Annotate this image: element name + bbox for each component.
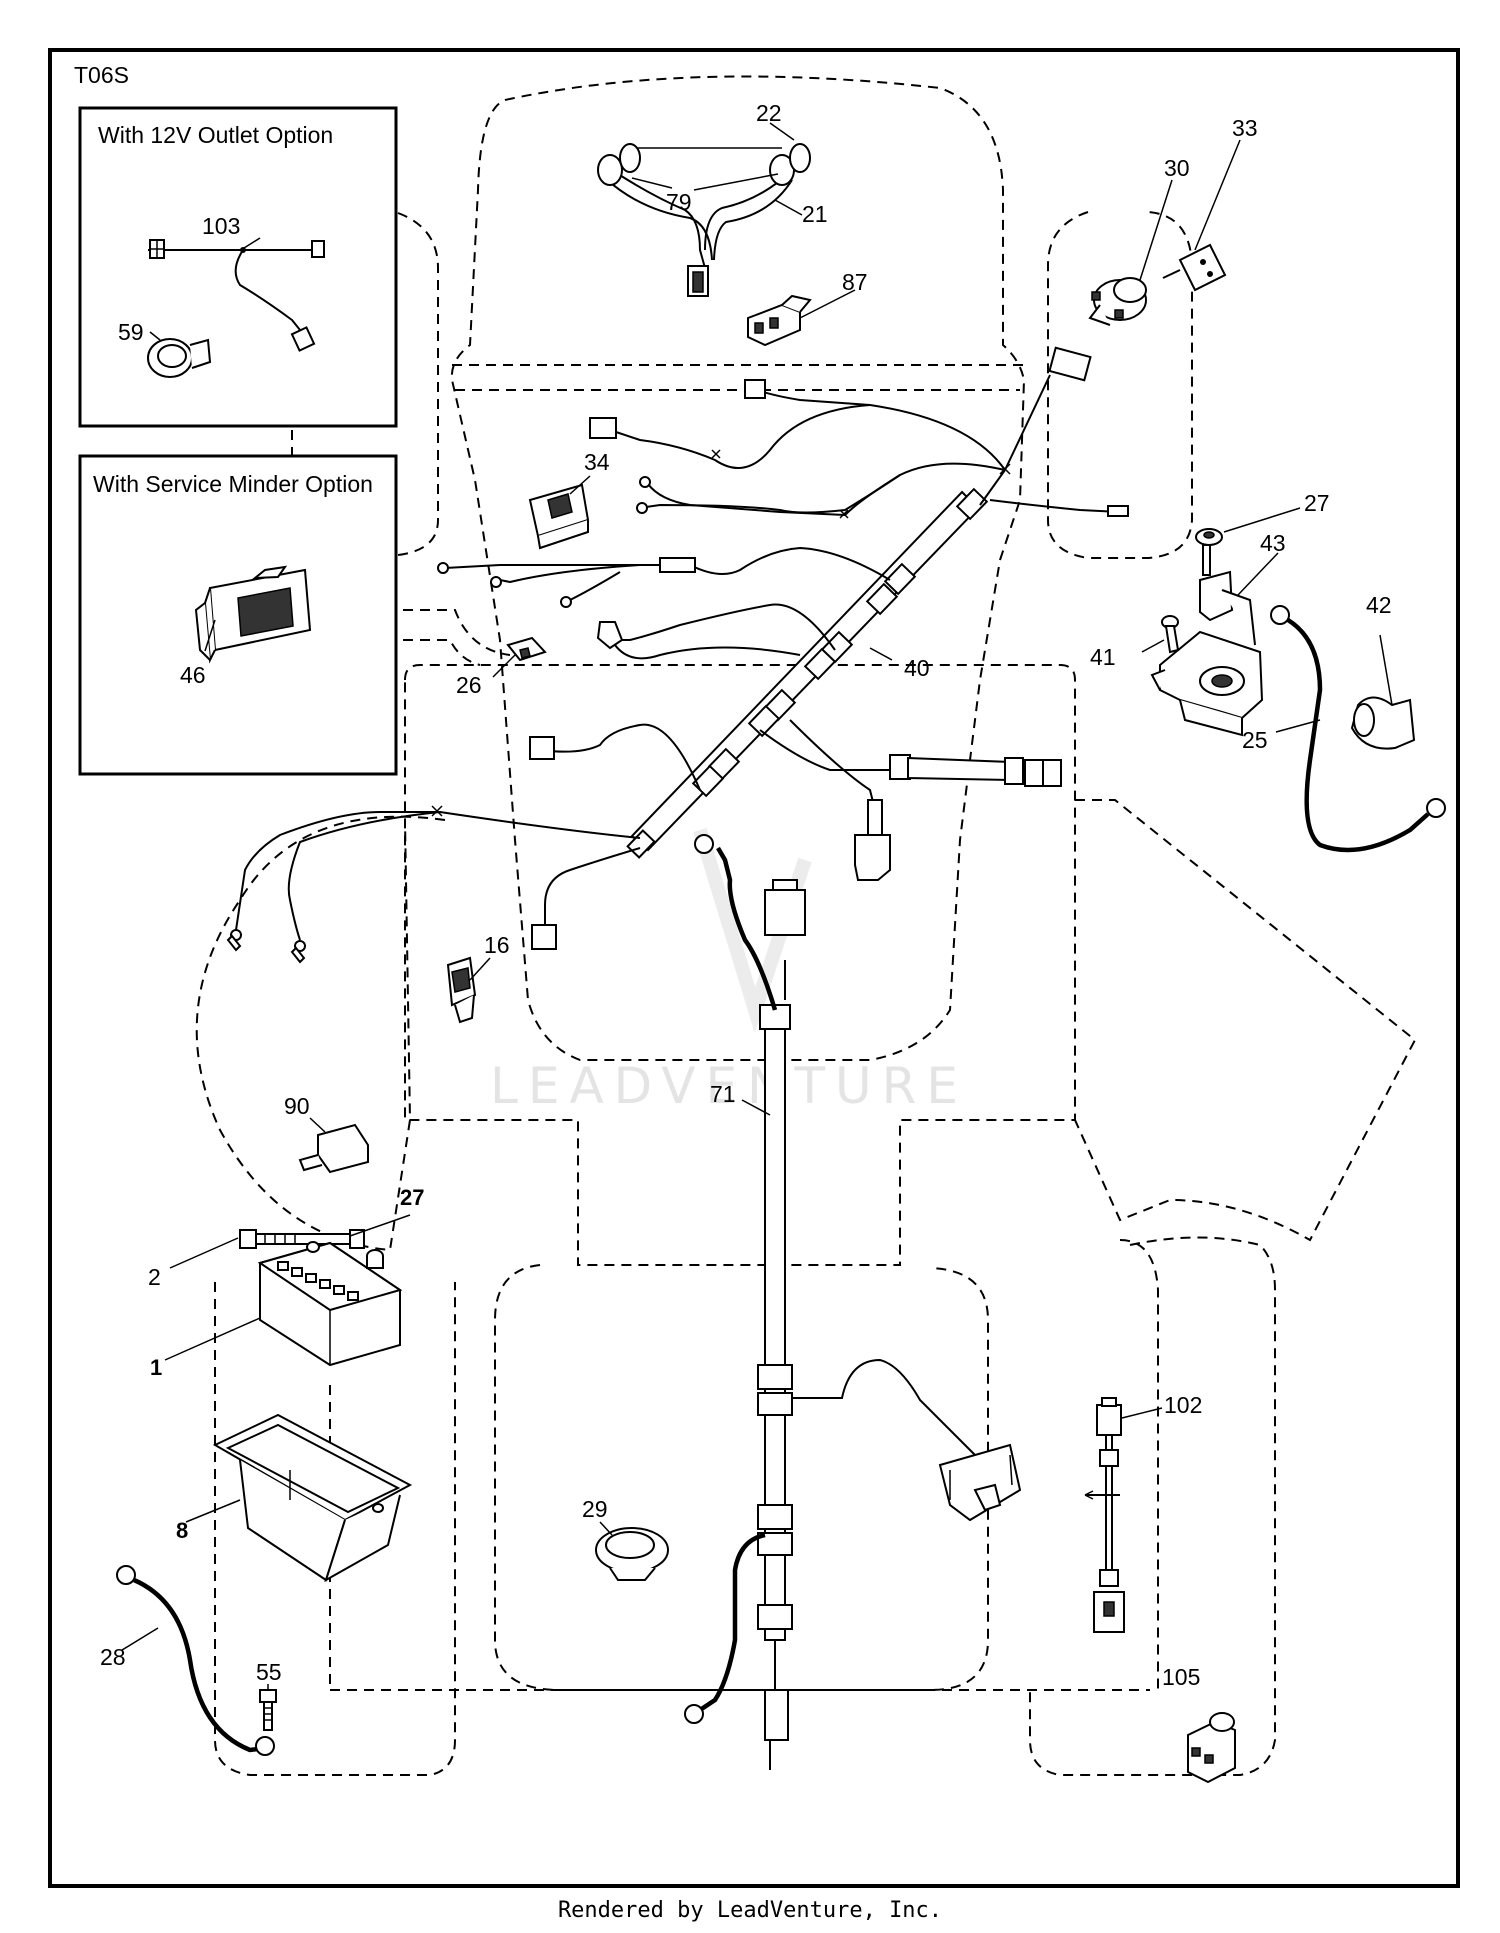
battery-box-8-drawing [212, 1413, 413, 1583]
callout-46: 46 [180, 662, 206, 688]
callout-27-nut: 27 [1304, 490, 1330, 516]
ignition-switch-30-drawing [1088, 277, 1147, 326]
callout-30: 30 [1164, 155, 1190, 181]
callout-33: 33 [1232, 115, 1258, 141]
callout-26: 26 [456, 672, 482, 698]
callout-102: 102 [1164, 1392, 1202, 1418]
leader-lines [121, 122, 1393, 1690]
callout-71: 71 [710, 1081, 736, 1107]
callout-21: 21 [802, 201, 828, 227]
fuse-26-drawing [506, 636, 547, 662]
callout-16: 16 [484, 932, 510, 958]
callout-28: 28 [100, 1644, 126, 1670]
headlight-harness-drawing [597, 143, 811, 297]
watermark: LEADVENTURE [490, 1057, 968, 1115]
callout-43: 43 [1260, 530, 1286, 556]
inset-service-minder: With Service Minder Option [78, 454, 398, 776]
switch-16-drawing [446, 956, 477, 1024]
connector-90-drawing [298, 1123, 369, 1174]
callout-42: 42 [1366, 592, 1392, 618]
callout-29: 29 [582, 1496, 608, 1522]
callout-41: 41 [1090, 644, 1116, 670]
switch-34-drawing [528, 483, 590, 550]
diagram-code: T06S [74, 62, 129, 88]
inset-service-minder-title: With Service Minder Option [93, 471, 373, 497]
terminal-boot-42-drawing [1350, 696, 1416, 750]
callout-55: 55 [256, 1659, 282, 1685]
footer-credit: Rendered by LeadVenture, Inc. [557, 1898, 943, 1923]
callout-2: 2 [148, 1264, 161, 1290]
callout-numbers: 22 79 21 87 30 33 103 59 46 34 27 43 41 … [100, 100, 1392, 1690]
service-minder-46-drawing [194, 565, 312, 664]
outlet-59-drawing [147, 338, 212, 378]
bolt-55-drawing [259, 1689, 277, 1731]
callout-22: 22 [756, 100, 782, 126]
callout-34: 34 [584, 449, 610, 475]
harness-103-drawing [148, 239, 325, 352]
callout-59: 59 [118, 319, 144, 345]
diagram-frame [48, 48, 1460, 1888]
callout-105: 105 [1162, 1664, 1200, 1690]
callout-1: 1 [150, 1355, 162, 1380]
callout-25: 25 [1242, 727, 1268, 753]
callout-87: 87 [842, 269, 868, 295]
harness-71-drawing [684, 834, 1022, 1770]
ground-cable-28-drawing [116, 1565, 275, 1756]
bolt-41-drawing [1161, 615, 1180, 654]
battery-bolt-2-drawing [239, 1229, 365, 1249]
inset-12v-outlet: With 12V Outlet Option [78, 106, 398, 428]
callout-40: 40 [904, 655, 930, 681]
callout-8: 8 [176, 1518, 188, 1543]
callout-103: 103 [202, 213, 240, 239]
starter-solenoid-43-drawing [1150, 544, 1264, 737]
nut-27-drawing [1195, 528, 1223, 546]
battery-cable-25-drawing [1270, 605, 1446, 853]
callout-27-battery: 27 [400, 1185, 424, 1210]
grommet-29-drawing [595, 1527, 669, 1581]
inset-12v-title: With 12V Outlet Option [98, 122, 333, 148]
callout-79: 79 [666, 189, 692, 215]
relay-87-drawing [747, 294, 812, 347]
callout-90: 90 [284, 1093, 310, 1119]
harness-102-drawing [1084, 1397, 1125, 1633]
main-harness-40-drawing [226, 346, 1129, 964]
battery-1-drawing [257, 1241, 403, 1367]
chassis-outline [214, 75, 1417, 1776]
solenoid-105-drawing [1187, 1712, 1236, 1784]
ignition-key-33-drawing [1162, 243, 1227, 292]
